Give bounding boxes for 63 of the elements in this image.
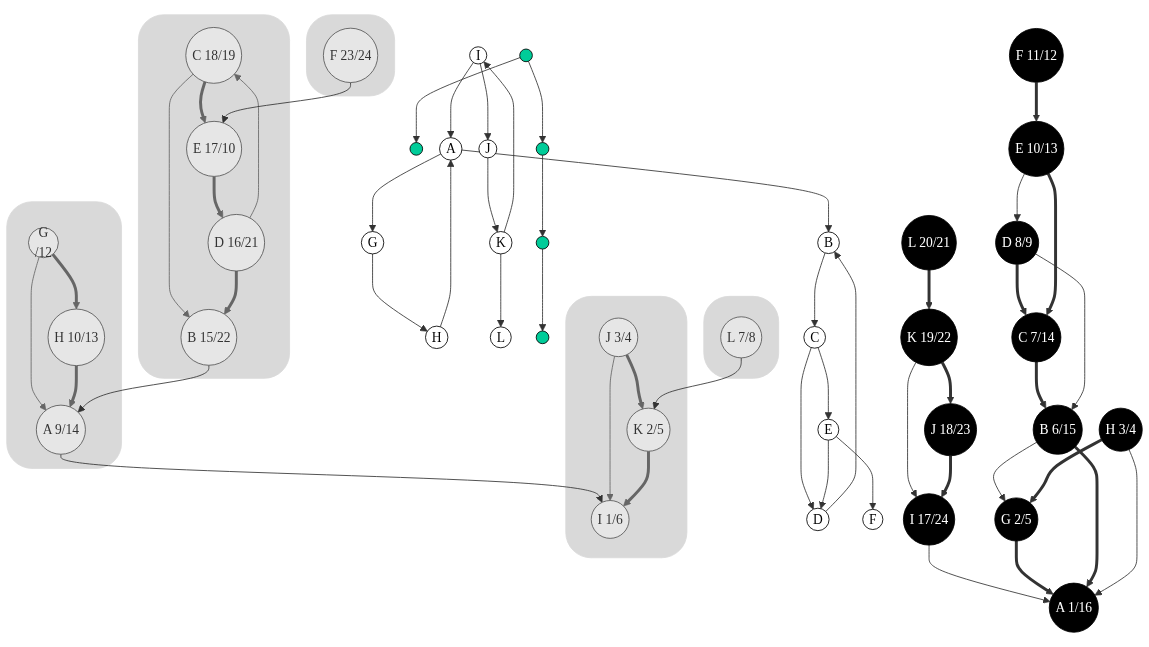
arrow	[940, 361, 955, 404]
node-circle: G 2/5	[994, 497, 1039, 542]
node-circle: I 1/6	[590, 500, 630, 539]
node-circle: H 3/4	[1098, 407, 1143, 452]
node-circle: B 15/22	[180, 309, 238, 366]
arrow	[199, 81, 207, 124]
node-circle: K	[489, 231, 513, 255]
node-circle: D 8/9	[995, 220, 1040, 265]
arrow	[625, 354, 645, 410]
node-circle: B	[817, 231, 840, 254]
node-circle: C 7/14	[1011, 312, 1062, 363]
arrow	[1014, 541, 1054, 595]
node-circle: B 6/15	[1032, 404, 1083, 455]
cluster	[306, 14, 396, 97]
node-circle: A 1/16	[1048, 582, 1099, 633]
node-circle	[535, 235, 550, 250]
arrow	[1034, 361, 1047, 409]
node-circle: L 20/21	[901, 215, 957, 271]
cluster	[6, 201, 122, 469]
arrow	[1032, 82, 1041, 122]
arrow	[623, 451, 650, 507]
arrow	[224, 271, 238, 315]
arrow	[51, 253, 81, 310]
cluster	[565, 295, 688, 559]
node-circle: F 11/12	[1009, 28, 1064, 83]
node-circle	[409, 142, 424, 156]
arrow	[1029, 438, 1103, 504]
node-circle: G /12	[28, 227, 59, 259]
node-circle: C	[803, 326, 826, 349]
node-circle: C 18/19	[185, 27, 243, 84]
node-circle: D	[806, 507, 830, 532]
node-circle: E 10/13	[1008, 120, 1065, 177]
node-circle: I 17/24	[902, 493, 956, 546]
node-circle	[535, 330, 550, 345]
node-circle: J	[478, 139, 498, 159]
arrow	[1015, 264, 1027, 316]
node-circle: E	[817, 418, 840, 441]
node-circle: J 3/4	[598, 317, 639, 358]
node-circle: G	[360, 231, 385, 255]
node-circle: K 2/5	[626, 407, 671, 452]
node-circle	[519, 48, 533, 63]
node-circle: J 18/23	[924, 403, 977, 457]
node-circle: E 17/10	[186, 120, 243, 177]
arrow	[1074, 445, 1099, 588]
node-circle: L 7/8	[720, 316, 763, 359]
node-circle	[535, 142, 550, 156]
node-circle: D 16/21	[207, 214, 266, 272]
arrow	[69, 365, 78, 408]
node-circle: F	[862, 508, 884, 530]
node-circle: F 23/24	[322, 27, 379, 83]
arrow	[925, 270, 933, 310]
cluster	[138, 14, 290, 379]
node-circle: K 19/22	[900, 308, 958, 367]
node-circle: L	[489, 326, 512, 349]
node-circle: H	[425, 325, 449, 349]
node-circle: A	[439, 137, 463, 161]
cluster	[703, 295, 780, 379]
arrow	[212, 176, 224, 219]
node-circle: A 9/14	[35, 404, 86, 455]
arrow	[1046, 173, 1058, 316]
node-circle: I	[469, 46, 488, 65]
arrow	[941, 455, 952, 498]
node-circle: H 10/13	[47, 308, 106, 367]
